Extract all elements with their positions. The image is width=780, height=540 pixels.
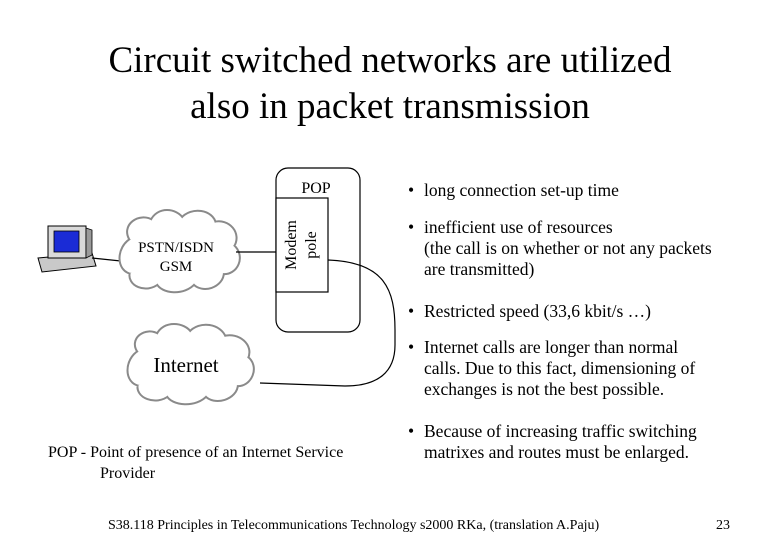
bullet-dot: • [408,421,415,441]
bullet-line: exchanges is not the best possible. [424,379,665,399]
internet-cloud-icon: Internet [126,323,255,406]
bullet-item: • Internet calls are longer than normal … [408,337,768,400]
bullet-line: Restricted speed (33,6 kbit/s …) [424,301,651,321]
caption-line-2: Provider [100,465,156,482]
slide-footer: S38.118 Principles in Telecommunications… [108,518,600,533]
pstn-label-line-1: PSTN/ISDN [138,240,214,256]
page-number: 23 [716,518,730,533]
bullet-item: • long connection set-up time [408,180,768,201]
bullet-line: inefficient use of resources [424,217,613,237]
bullet-item: • Restricted speed (33,6 kbit/s …) [408,301,768,322]
bullet-dot: • [408,180,415,200]
modem-label-line-2: pole [303,231,320,259]
bullet-dot: • [408,337,415,357]
internet-label: Internet [153,353,218,377]
modem-pole-box [275,197,329,293]
bullet-dot: • [408,217,415,237]
bullet-line: Because of increasing traffic switching [424,421,697,441]
bullet-item: • inefficient use of resources (the call… [408,217,768,280]
bullet-line: calls. Due to this fact, dimensioning of [424,358,696,378]
bullet-line: long connection set-up time [424,180,619,200]
pop-label: POP [301,180,330,197]
pstn-label-line-2: GSM [160,259,193,275]
bullet-dot: • [408,301,415,321]
caption-line-1: POP - Point of presence of an Internet S… [48,444,344,461]
bullet-line: Internet calls are longer than normal [424,337,679,357]
pstn-cloud-icon: PSTN/ISDN GSM [118,209,241,294]
modem-label-line-1: Modem [283,220,300,270]
title-line-1: Circuit switched networks are utilized [108,40,672,81]
bullet-line: are transmitted) [424,259,535,279]
slide-title: Circuit switched networks are utilized a… [0,38,780,130]
bullet-line: (the call is on whether or not any packe… [424,238,712,258]
computer-icon [37,225,97,273]
pop-internet-link-line [259,259,396,387]
bullet-item: • Because of increasing traffic switchin… [408,421,768,463]
title-line-2: also in packet transmission [190,86,590,127]
pop-caption: POP - Point of presence of an Internet S… [48,442,388,484]
bullet-line: matrixes and routes must be enlarged. [424,442,690,462]
